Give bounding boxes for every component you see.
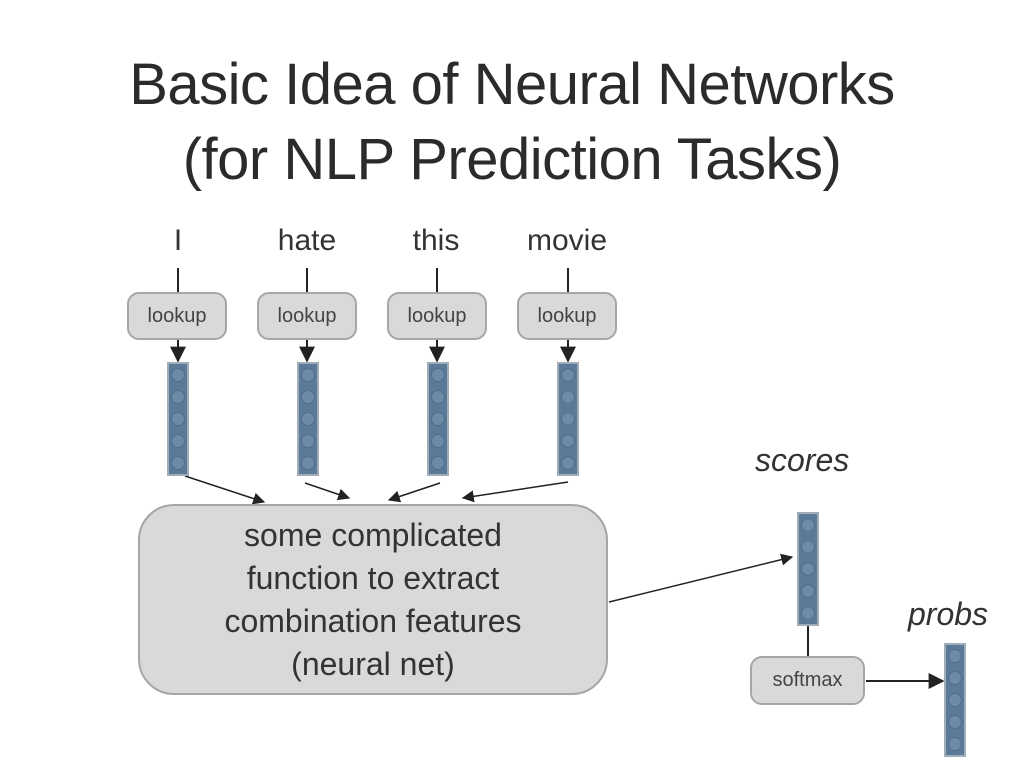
lookup-box-2: lookup — [257, 292, 357, 340]
function-to-scores-arrow — [608, 553, 794, 603]
softmax-box: softmax — [750, 656, 865, 705]
embedding-vector-1 — [167, 362, 189, 476]
function-box-line-3: combination features — [224, 602, 522, 639]
lookup-box-1: lookup — [127, 292, 227, 340]
embedding-vector-4 — [557, 362, 579, 476]
input-word-2: hate — [277, 224, 337, 257]
lookup-box-4: lookup — [517, 292, 617, 340]
vector-to-function-arrow-4 — [461, 481, 569, 503]
embedding-vector-3 — [427, 362, 449, 476]
lookup-box-3: lookup — [387, 292, 487, 340]
slide-title-line-1: Basic Idea of Neural Networks — [129, 52, 895, 117]
scores-vector — [797, 512, 819, 626]
input-word-1: I — [173, 224, 183, 257]
slide-title-line-2: (for NLP Prediction Tasks) — [182, 127, 842, 192]
scores-label: scores — [755, 442, 850, 478]
function-box-line-1: some complicated — [244, 516, 502, 553]
input-word-3: this — [412, 224, 460, 257]
function-box-line-2: function to extract — [246, 559, 500, 596]
input-word-4: movie — [526, 224, 608, 257]
function-box-line-4: (neural net) — [291, 645, 455, 682]
probs-label: probs — [908, 596, 989, 632]
feature-function-box: some complicated function to extract com… — [138, 504, 608, 695]
vector-to-function-arrow-1 — [184, 475, 266, 505]
embedding-vector-2 — [297, 362, 319, 476]
vector-to-function-arrow-2 — [304, 482, 351, 501]
vector-to-function-arrow-3 — [387, 482, 441, 503]
probs-vector — [944, 643, 966, 757]
